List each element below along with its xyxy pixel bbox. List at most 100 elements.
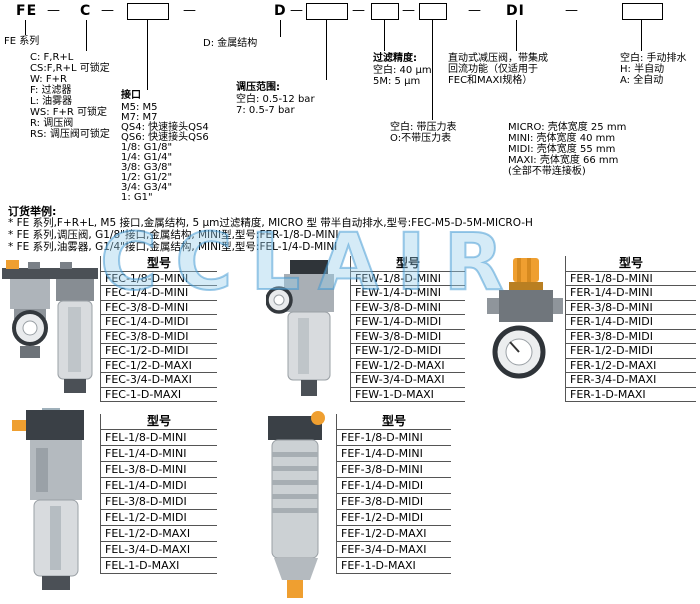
annotation-option: M5: M5 (121, 102, 158, 113)
model-row: FER-1/2-D-MAXI (566, 359, 696, 373)
code-box-filtration (371, 3, 399, 20)
annotation-option: 5M: 5 μm (373, 76, 421, 87)
model-row: FEL-1-D-MAXI (101, 558, 217, 574)
model-row: FEC-1/2-D-MAXI (101, 359, 217, 373)
code-box-port (127, 3, 169, 20)
model-row: FER-3/4-D-MAXI (566, 373, 696, 388)
model-row: FER-3/8-D-MIDI (566, 330, 696, 344)
ordering-example: * FE 系列,F+R+L, M5 接口,金属结构, 5 μm过滤精度, MIC… (8, 217, 533, 229)
table-header: 型号 (101, 256, 217, 272)
model-row: FEC-3/4-D-MAXI (101, 373, 217, 388)
annotation-option: 1/8: G1/8" (121, 142, 173, 153)
annotation-option: 3/4: G3/4" (121, 182, 173, 193)
model-row: FEC-1/4-D-MIDI (101, 315, 217, 330)
fel-product-image (12, 408, 84, 590)
annotation-pressure-header: 调压范围: (236, 82, 280, 93)
model-row: FEF-3/8-D-MIDI (337, 494, 451, 510)
model-row: FEL-3/8-D-MINI (101, 462, 217, 478)
annotation-option: F: 过滤器 (30, 85, 72, 96)
annotation-option: 7: 0.5-7 bar (236, 105, 295, 116)
annotation-option: C: F,R+L (30, 52, 74, 63)
annotation-option: 空白: 手动排水 (620, 53, 687, 64)
annotation-d-metal: D: 金属结构 (203, 38, 258, 49)
connector-line (280, 20, 281, 37)
connector-line (641, 19, 642, 51)
table-header: 型号 (337, 414, 451, 430)
code-dash: — (565, 3, 578, 18)
model-row: FEC-1-D-MAXI (101, 388, 217, 402)
annotation-option: 1/2: G1/2" (121, 172, 173, 183)
model-row: FEL-1/4-D-MINI (101, 446, 217, 462)
fec-product-image (2, 260, 98, 393)
code-dash: — (101, 3, 114, 18)
annotation-option: W: F+R (30, 74, 67, 85)
annotation-di-note: 直动式减压阀，带集成回流功能（仅适用于FEC和MAXI规格） (448, 53, 548, 86)
table-header: 型号 (351, 256, 465, 272)
annotation-option: H: 半自动 (620, 64, 665, 75)
code-box-drain (622, 3, 663, 20)
model-row: FEW-1/4-D-MINI (351, 286, 465, 301)
model-row: FEW-1/2-D-MIDI (351, 344, 465, 359)
connector-line (384, 19, 385, 51)
table-header: 型号 (566, 256, 696, 272)
model-row: FEF-3/4-D-MAXI (337, 542, 451, 558)
table-header: 型号 (101, 414, 217, 430)
model-row: FEL-1/4-D-MIDI (101, 478, 217, 494)
fer-product-image (487, 258, 563, 379)
annotation-option: CS:F,R+L 可锁定 (30, 63, 110, 74)
code-dash: — (290, 3, 303, 18)
annotation-option: 空白: 40 μm (373, 65, 432, 76)
connector-line (25, 20, 26, 35)
annotation-option: 1: G1" (121, 192, 153, 203)
annotation-option: 空白: 带压力表 (390, 122, 457, 133)
annotation-option: MICRO: 壳体宽度 25 mm (508, 122, 627, 133)
model-row: FEL-1/2-D-MAXI (101, 526, 217, 542)
code-dash: — (402, 3, 415, 18)
annotation-option: L: 油雾器 (30, 96, 73, 107)
model-row: FEF-1/4-D-MIDI (337, 478, 451, 494)
ordering-examples-list: * FE 系列,F+R+L, M5 接口,金属结构, 5 μm过滤精度, MIC… (8, 215, 688, 253)
model-row: FEF-1/2-D-MIDI (337, 510, 451, 526)
model-row: FEW-3/4-D-MAXI (351, 373, 465, 388)
annotation-option: R: 调压阀 (30, 118, 74, 129)
code-segment-d: D (274, 3, 287, 19)
model-row: FEL-3/8-D-MIDI (101, 494, 217, 510)
model-row: FEC-1/4-D-MINI (101, 286, 217, 301)
annotation-fe-series: FE 系列 (4, 36, 40, 47)
model-row: FEW-1/8-D-MINI (351, 272, 465, 286)
connector-line (326, 19, 327, 80)
annotation-option: (全部不带连接板) (508, 166, 586, 177)
model-row: FER-1/8-D-MINI (566, 272, 696, 286)
ordering-examples-title: 订货举例: (8, 205, 57, 218)
model-row: FER-1-D-MAXI (566, 388, 696, 402)
model-row: FER-1/4-D-MIDI (566, 315, 696, 330)
annotation-option: M7: M7 (121, 112, 158, 123)
ordering-examples: 订货举例: * FE 系列,F+R+L, M5 接口,金属结构, 5 μm过滤精… (8, 203, 688, 253)
annotation-port-header: 接口 (121, 90, 141, 101)
model-row: FEC-3/8-D-MINI (101, 301, 217, 315)
model-row: FEL-3/4-D-MAXI (101, 542, 217, 558)
code-segment-fe: FE (16, 3, 38, 19)
annotation-option: MIDI: 壳体宽度 55 mm (508, 144, 616, 155)
model-row: FEC-1/8-D-MINI (101, 272, 217, 286)
model-row: FEF-1-D-MAXI (337, 558, 451, 574)
connector-line (516, 20, 517, 51)
ordering-example: * FE 系列,调压阀, G1/8"接口,金属结构, MINI型,型号:FER-… (8, 229, 339, 241)
code-dash: — (468, 3, 481, 18)
model-row: FEF-1/2-D-MAXI (337, 526, 451, 542)
model-row: FEL-1/8-D-MINI (101, 430, 217, 446)
connector-line (86, 20, 87, 51)
annotation-option: WS: F+R 可锁定 (30, 107, 108, 118)
annotation-option: 空白: 0.5-12 bar (236, 94, 315, 105)
